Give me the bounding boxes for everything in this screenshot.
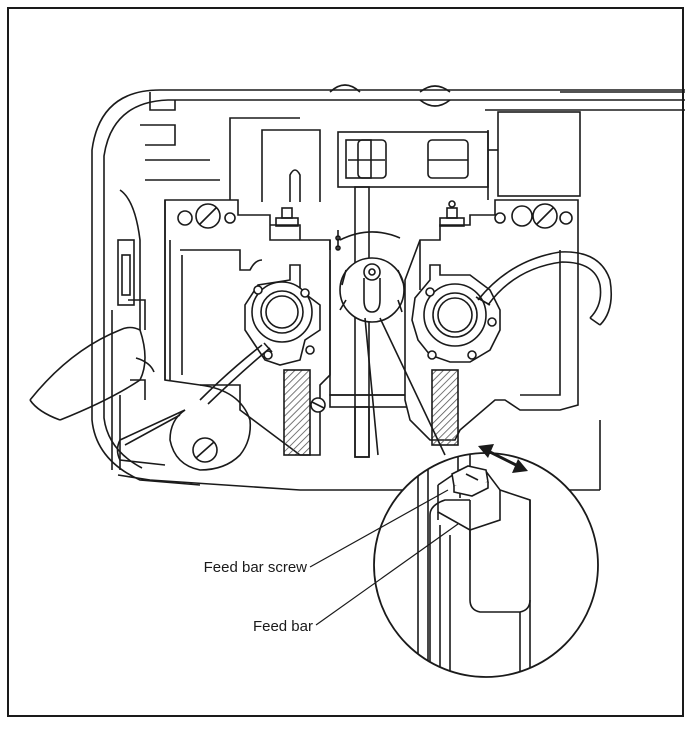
outer-border (7, 7, 684, 717)
machine-body (91, 84, 685, 486)
left-gear (244, 264, 321, 366)
right-gear (411, 264, 501, 363)
left-cable (29, 326, 155, 421)
magnified-inset (373, 444, 599, 678)
feed-bar-screw (451, 465, 489, 497)
leader-lines (309, 489, 459, 626)
right-top-screw (494, 203, 573, 229)
label-feed-bar: Feed bar (253, 618, 313, 635)
adjust-direction-arrow (478, 444, 528, 473)
right-cable (475, 251, 613, 326)
label-feed-bar-screw: Feed bar screw (204, 559, 308, 576)
left-top-screw (177, 203, 236, 229)
magnifier-pointer (364, 317, 446, 456)
